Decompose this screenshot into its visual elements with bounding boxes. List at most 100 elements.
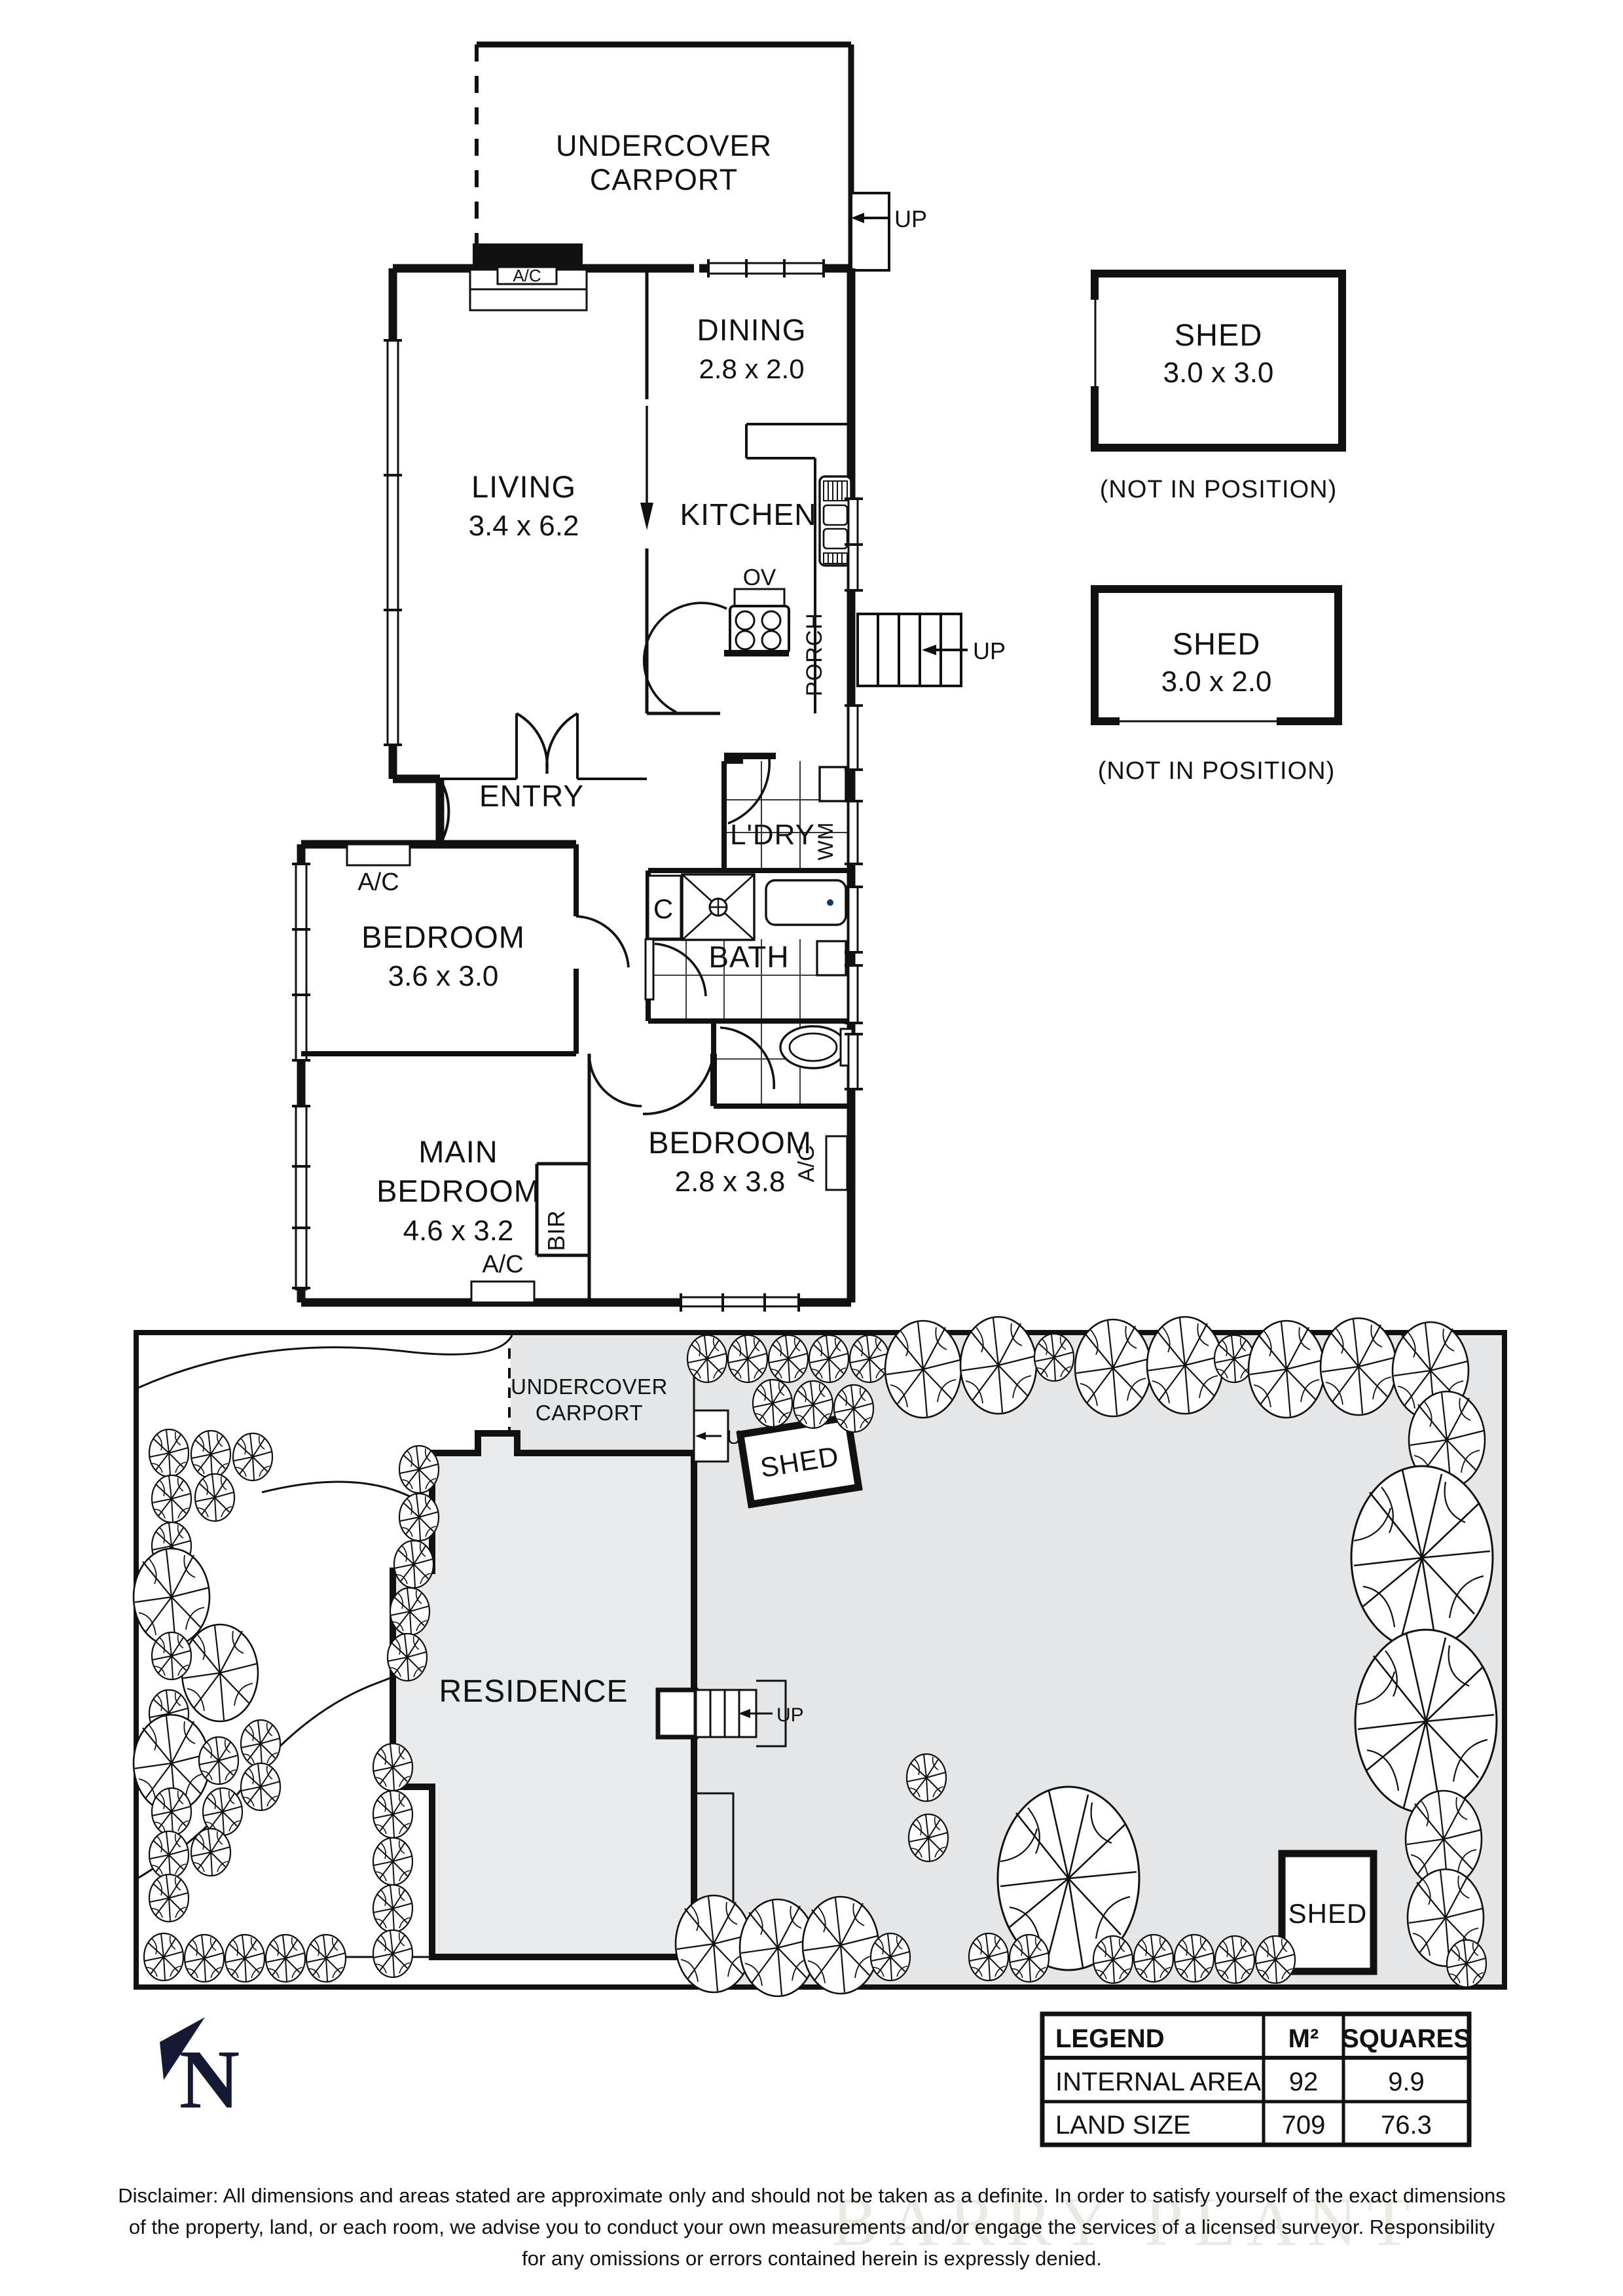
detached-sheds: SHED 3.0 x 3.0 (NOT IN POSITION) SHED 3.… bbox=[1091, 270, 1346, 785]
legend-table: LEGEND M² SQUARES INTERNAL AREA 92 9.9 L… bbox=[1040, 2011, 1472, 2147]
ac-living-inner bbox=[496, 266, 558, 285]
bir-label: BIR bbox=[543, 1210, 570, 1251]
window-bath-east-2 bbox=[845, 964, 863, 1024]
legend-header-0: LEGEND bbox=[1055, 2024, 1165, 2053]
compass-letter: N bbox=[179, 2033, 240, 2126]
ac-main-bedroom-box bbox=[470, 1280, 536, 1304]
carport-up-arrow bbox=[851, 213, 889, 223]
site-shed-upper: SHED bbox=[736, 1413, 863, 1509]
legend-row0-m2: 92 bbox=[1289, 2068, 1319, 2096]
vanity-basin bbox=[816, 940, 847, 977]
porch-up-label: UP bbox=[973, 637, 1006, 664]
site-plan: RESIDENCE UNDERCOVER CARPORT UP bbox=[132, 1316, 1507, 1998]
main-bedroom-label-2: BEDROOM bbox=[376, 1174, 540, 1208]
bedroom2-dims: 3.6 x 3.0 bbox=[388, 960, 499, 992]
bedroom2-walls bbox=[301, 844, 579, 1056]
shed-detached-1: SHED 3.0 x 3.0 (NOT IN POSITION) bbox=[1091, 270, 1346, 503]
window-bath-east bbox=[845, 886, 863, 954]
ac-bedroom3-box bbox=[825, 1135, 848, 1191]
disclaimer: Disclaimer: All dimensions and areas sta… bbox=[118, 2184, 1506, 2270]
main-bedroom-dims: 4.6 x 3.2 bbox=[403, 1215, 514, 1247]
ac-living-label: A/C bbox=[513, 266, 541, 285]
cupboard-box bbox=[647, 874, 682, 940]
shed1-dims: 3.0 x 3.0 bbox=[1163, 357, 1274, 389]
laundry-trough bbox=[818, 766, 847, 802]
shed-detached-2: SHED 3.0 x 2.0 (NOT IN POSITION) bbox=[1091, 585, 1342, 785]
opening-direction-arrow bbox=[640, 406, 653, 530]
window-wc-east bbox=[845, 1033, 863, 1090]
cooktop-icon bbox=[729, 588, 790, 655]
door-swing-wc bbox=[720, 1026, 776, 1090]
garden-edge-1 bbox=[138, 1335, 513, 1389]
north-arrow-icon bbox=[160, 2017, 205, 2080]
shed2-dims: 3.0 x 2.0 bbox=[1161, 666, 1272, 698]
site-carport-up-arrow bbox=[695, 1432, 721, 1440]
shed2-note: (NOT IN POSITION) bbox=[1098, 757, 1336, 785]
washing-machine-label: WM bbox=[814, 822, 837, 861]
kitchen-label: KITCHEN bbox=[680, 497, 817, 531]
bir-walls bbox=[535, 1106, 591, 1302]
main-bedroom-label-1: MAIN bbox=[418, 1134, 498, 1169]
door-swing-bedroom2 bbox=[575, 915, 630, 968]
porch-up-arrow bbox=[922, 645, 968, 655]
site-porch-up-label: UP bbox=[776, 1704, 804, 1726]
kitchen-sink bbox=[818, 475, 852, 567]
legend-row0-label: INTERNAL AREA bbox=[1055, 2068, 1261, 2096]
ac-bedroom3-label: A/C bbox=[794, 1145, 819, 1183]
cupboard-label: C bbox=[653, 893, 673, 924]
watermark: BARRY PLANT bbox=[831, 2183, 1420, 2260]
bathtub-icon bbox=[765, 879, 847, 926]
main-floor-plan: UNDERCOVER CARPORT UP bbox=[292, 41, 1006, 1312]
hall-doors bbox=[587, 1053, 717, 1115]
door-swing-laundry bbox=[727, 759, 771, 825]
living-dims: 3.4 x 6.2 bbox=[469, 510, 579, 542]
bath-label: BATH bbox=[708, 940, 789, 974]
ac-bedroom2-box bbox=[346, 843, 411, 867]
site-residence-label: RESIDENCE bbox=[439, 1674, 628, 1709]
site-shed-lower-label: SHED bbox=[1288, 1898, 1368, 1929]
carport-up-label: UP bbox=[894, 206, 927, 232]
window-laundry-east bbox=[845, 704, 863, 771]
window-main-bedroom-west bbox=[292, 1105, 310, 1291]
toilet-icon bbox=[779, 1025, 854, 1069]
legend-row0-squares: 9.9 bbox=[1388, 2068, 1425, 2096]
legend-row1-squares: 76.3 bbox=[1381, 2111, 1432, 2140]
shower-icon bbox=[681, 873, 756, 941]
ac-bedroom2-label: A/C bbox=[357, 869, 399, 896]
kitchen-bench bbox=[745, 423, 851, 713]
legend-row1-m2: 709 bbox=[1282, 2111, 1326, 2140]
carport-label-line1: UNDERCOVER bbox=[556, 129, 772, 162]
legend-header-2: SQUARES bbox=[1341, 2024, 1471, 2053]
site-shed-lower: SHED bbox=[1278, 1850, 1377, 1975]
window-kitchen-east bbox=[845, 497, 863, 592]
door-swing-bath bbox=[654, 942, 707, 997]
shed1-note: (NOT IN POSITION) bbox=[1100, 476, 1338, 503]
ac-unit-block bbox=[473, 243, 583, 270]
oven-label: OV bbox=[743, 565, 776, 590]
shed2-label: SHED bbox=[1173, 626, 1261, 661]
disclaimer-line-1: Disclaimer: All dimensions and areas sta… bbox=[118, 2184, 1506, 2207]
legend-row1-label: LAND SIZE bbox=[1055, 2111, 1191, 2140]
disclaimer-line-3: for any omissions or errors contained he… bbox=[522, 2247, 1102, 2270]
door-jamb-bath bbox=[644, 938, 655, 1001]
door-entry-bedroom2 bbox=[439, 778, 450, 845]
window-dining-north-2 bbox=[694, 263, 699, 274]
shed1-label: SHED bbox=[1175, 317, 1263, 352]
bedroom3-label: BEDROOM bbox=[648, 1125, 812, 1160]
dining-label: DINING bbox=[697, 313, 807, 347]
door-living-entry bbox=[440, 712, 647, 780]
carport-label-line2: CARPORT bbox=[590, 163, 738, 196]
porch-label: PORCH bbox=[802, 613, 827, 696]
entry-label: ENTRY bbox=[479, 779, 584, 813]
compass: N bbox=[160, 2017, 240, 2126]
window-bedroom3-south bbox=[680, 1293, 800, 1312]
disclaimer-line-2: of the property, land, or each room, we … bbox=[129, 2215, 1495, 2238]
bedroom2-label: BEDROOM bbox=[361, 920, 525, 954]
dining-dims: 2.8 x 2.0 bbox=[699, 353, 804, 384]
legend-header-1: M² bbox=[1288, 2024, 1319, 2053]
window-laundry-east-2 bbox=[845, 800, 863, 865]
window-dining-north bbox=[707, 259, 825, 278]
window-bedroom2-west bbox=[292, 863, 310, 1062]
